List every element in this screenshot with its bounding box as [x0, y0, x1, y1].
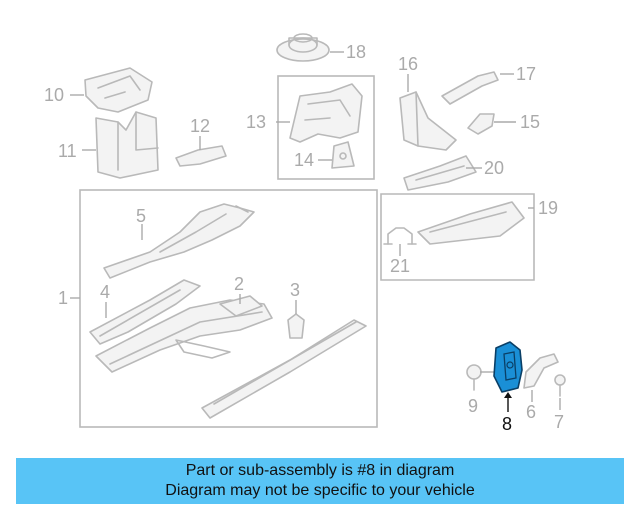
callout-2: 2	[234, 274, 244, 294]
callout-6: 6	[526, 402, 536, 422]
part-9-drawing	[466, 364, 482, 391]
group-box-13	[277, 75, 375, 180]
callout-5: 5	[136, 206, 146, 226]
banner-line-2: Diagram may not be specific to your vehi…	[165, 482, 475, 499]
callout-19: 19	[538, 198, 558, 218]
callout-21: 21	[390, 256, 410, 276]
callout-16: 16	[398, 54, 418, 74]
part-18-drawing	[276, 33, 330, 62]
part-13-drawing	[289, 83, 363, 143]
part-6-drawing	[523, 353, 559, 389]
callout-11: 11	[58, 141, 77, 161]
part-12-drawing	[175, 145, 227, 167]
callout-3: 3	[290, 280, 300, 300]
callout-7: 7	[554, 412, 564, 432]
group-box-1	[79, 189, 378, 428]
callout-10: 10	[44, 85, 64, 105]
callout-1: 1	[58, 288, 68, 308]
rocker-rail-drawing	[201, 319, 367, 419]
callout-4: 4	[100, 282, 110, 302]
callout-20: 20	[484, 158, 504, 178]
part-8-drawing	[493, 341, 523, 393]
callout-13: 13	[246, 112, 266, 132]
callout-18: 18	[346, 42, 366, 62]
part-11-drawing	[95, 111, 159, 179]
parts-diagram: 1 2 3 4 5 6 7 8 9 10 11 12 13 14 15 16 1…	[44, 33, 566, 434]
info-banner: Part or sub-assembly is #8 in diagram Di…	[16, 458, 624, 504]
part-19-drawing	[417, 201, 525, 245]
part-16-drawing	[399, 91, 457, 151]
part-10-drawing	[84, 67, 153, 113]
callout-14: 14	[294, 150, 314, 170]
part-14-drawing	[331, 141, 355, 169]
part-20-drawing	[403, 155, 477, 191]
part-4-drawing	[89, 279, 201, 345]
callout-12: 12	[190, 116, 210, 136]
callout-8: 8	[502, 414, 512, 434]
callout-17: 17	[516, 64, 536, 84]
part-21-drawing	[383, 227, 417, 245]
part-17-drawing	[441, 71, 499, 105]
callout-9: 9	[468, 396, 478, 416]
part-1-drawing	[95, 299, 273, 373]
group-box-19	[380, 193, 535, 281]
callout-15: 15	[520, 112, 540, 132]
part-15-drawing	[467, 113, 495, 135]
part-5-drawing	[103, 203, 255, 279]
part-7-drawing	[554, 374, 566, 397]
banner-line-1: Part or sub-assembly is #8 in diagram	[185, 462, 455, 479]
part-3-drawing	[287, 313, 305, 339]
